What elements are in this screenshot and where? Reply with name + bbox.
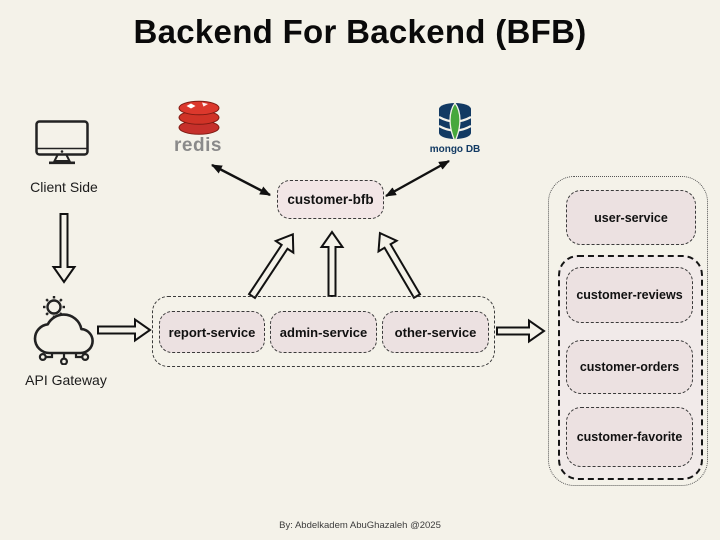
customer-orders-node: customer-orders	[566, 340, 693, 394]
redis-icon	[178, 100, 220, 135]
api-gateway-label: API Gateway	[25, 372, 107, 388]
other-service-label: other-service	[394, 324, 477, 340]
arrow-bfb-redis	[211, 163, 271, 197]
page-title: Backend For Backend (BFB)	[133, 13, 587, 50]
report-service-label: report-service	[168, 324, 256, 340]
microservices-panel	[548, 176, 708, 486]
admin-service-node: admin-service	[270, 311, 377, 353]
api-gateway-icon	[33, 296, 94, 365]
monitor-icon	[35, 120, 89, 165]
redis-label: redis	[174, 135, 222, 156]
customer-reviews-node: customer-reviews	[566, 267, 693, 323]
user-service-label: user-service	[594, 210, 668, 225]
client-side-label: Client Side	[30, 179, 98, 195]
arrow-bfb-mongodb	[385, 159, 450, 198]
mongodb-label: mongo DB	[429, 144, 481, 155]
arrow-gateway-to-services	[97, 317, 152, 343]
other-service-node: other-service	[382, 311, 489, 353]
report-service-node: report-service	[159, 311, 265, 353]
arrow-client-to-gateway	[51, 213, 77, 284]
user-service-node: user-service	[566, 190, 696, 245]
customer-favorite-node: customer-favorite	[566, 407, 693, 467]
customer-reviews-label: customer-reviews	[576, 288, 683, 302]
customer-bfb-node: customer-bfb	[277, 180, 384, 219]
services-container	[152, 296, 495, 367]
mongodb-icon	[438, 101, 472, 141]
arrow-services-to-panel	[496, 318, 546, 344]
customer-orders-label: customer-orders	[579, 360, 680, 374]
arrow-admin-to-bfb	[319, 230, 345, 297]
admin-service-label: admin-service	[279, 324, 368, 340]
customer-bfb-label: customer-bfb	[287, 192, 374, 207]
arrow-other-to-bfb	[377, 231, 422, 300]
customer-favorite-label: customer-favorite	[576, 430, 683, 444]
arrow-report-to-bfb	[247, 232, 295, 300]
credit-text: By: Abdelkadem AbuGhazaleh @2025	[279, 520, 441, 531]
